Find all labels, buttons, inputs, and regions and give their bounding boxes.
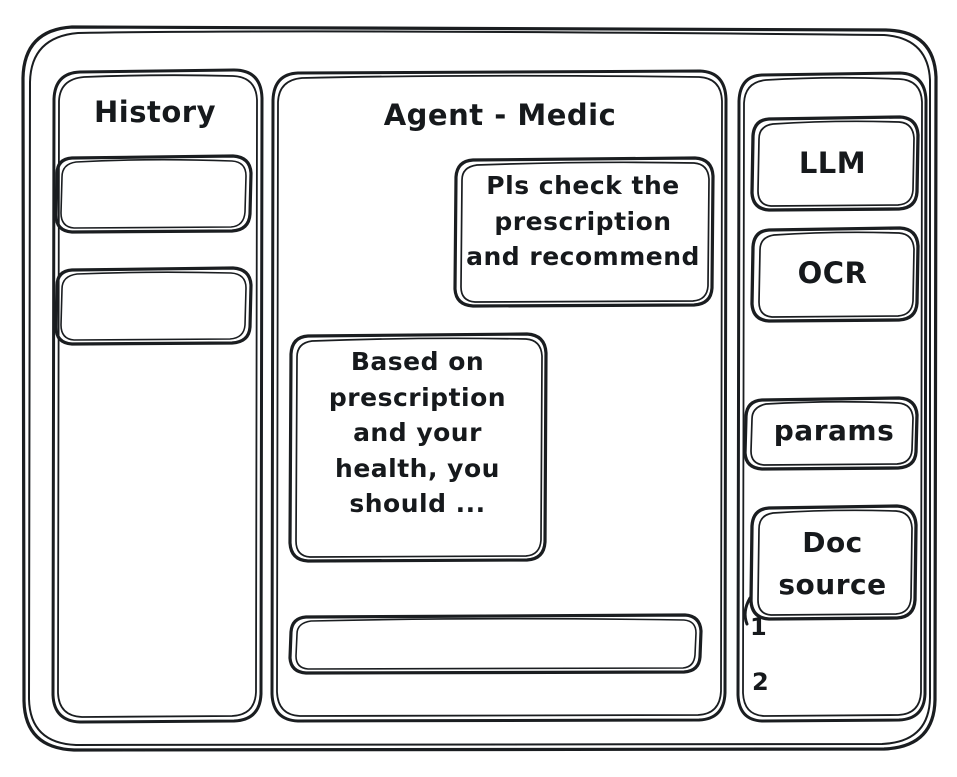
doc-list-item-1[interactable]: 1 xyxy=(750,613,768,641)
assistant-message-text: Based on prescription and your health, y… xyxy=(328,347,507,518)
user-message-text: Pls check the prescription and recommend xyxy=(466,171,700,271)
doc-list-item-2[interactable]: 2 xyxy=(752,668,770,696)
message-input[interactable] xyxy=(290,615,702,674)
history-item-2[interactable] xyxy=(56,268,252,344)
history-panel-title: History xyxy=(94,95,216,129)
tool-doc-source-label: Doc source xyxy=(778,526,887,601)
page-title: Agent - Medic xyxy=(383,98,617,132)
tool-ocr-label: OCR xyxy=(797,256,868,290)
tool-llm-label: LLM xyxy=(798,146,867,180)
tool-params-label: params xyxy=(773,414,895,447)
history-item-1[interactable] xyxy=(56,156,252,232)
